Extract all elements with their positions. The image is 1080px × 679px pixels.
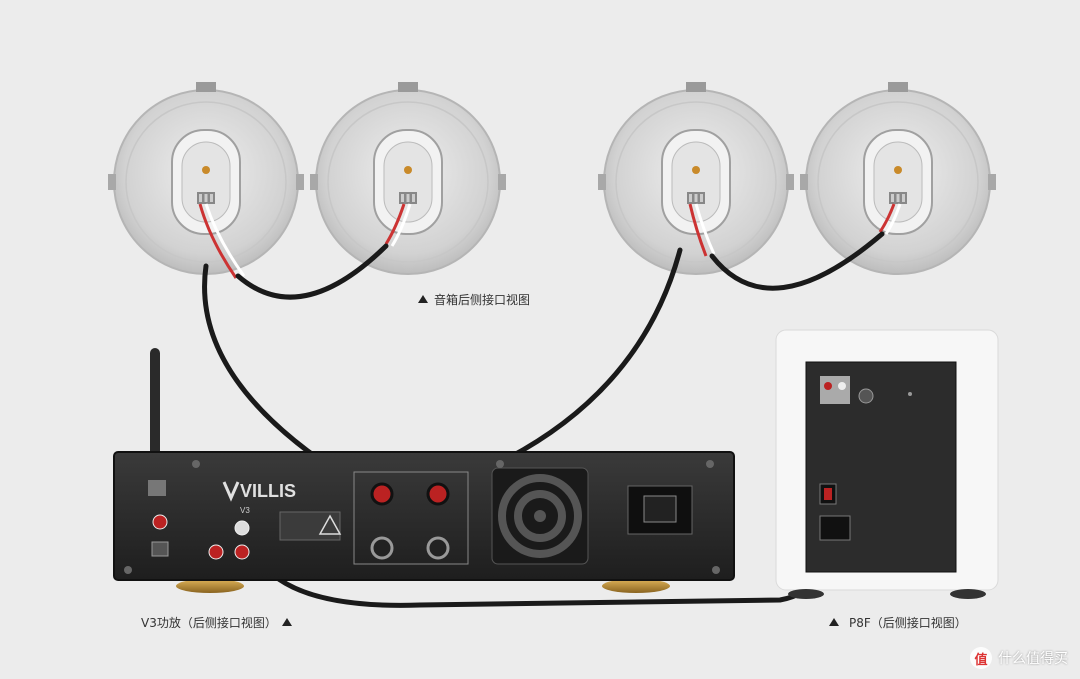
amp-view-text: V3功放（后侧接口视图） [141,616,277,630]
binding-post-2 [426,482,450,506]
sub-power-socket [819,515,851,541]
speaker-view-text: 音箱后侧接口视图 [434,293,531,307]
sub-foot-left [788,589,824,599]
triangle-marker-icon [829,618,839,626]
amp-brand: VILLIS [240,481,296,501]
rca-jack-2 [208,544,224,560]
watermark: 值 什么值得买 [970,647,1068,669]
rca-jack-4 [234,544,250,560]
amp-model: V3 [240,506,250,515]
binding-post-1 [370,482,394,506]
speaker-leads [198,203,902,279]
brand-logo-icon [222,481,240,502]
binding-post-4 [426,536,450,560]
amplifier: VILLIS V3 [113,348,735,593]
amp-foot-right [602,579,670,593]
speaker-view-caption: 音箱后侧接口视图 [418,291,530,308]
amp-foot-left [176,579,244,593]
antenna [150,348,160,478]
rca-jack-1 [152,514,168,530]
antenna-jack [148,480,166,496]
triangle-marker-icon [418,295,428,303]
subwoofer [775,329,999,599]
speaker-terminal-panel [353,471,469,565]
warning-plate [279,511,341,541]
amp-view-caption: V3功放（后侧接口视图） [141,614,292,631]
sub-view-caption: P8F（后侧接口视图） [829,614,967,631]
watermark-logo-icon: 值 [970,647,992,669]
watermark-text: 什么值得买 [998,651,1068,667]
warning-icon [318,514,342,535]
sub-view-text: P8F（后侧接口视图） [849,616,967,630]
triangle-marker-icon [281,618,292,626]
sub-input-plate [820,376,850,404]
sub-foot-right [950,589,986,599]
binding-post-3 [370,536,394,560]
optical-jack [151,541,169,557]
rca-jack-3 [234,520,250,536]
sub-knob [858,388,874,404]
